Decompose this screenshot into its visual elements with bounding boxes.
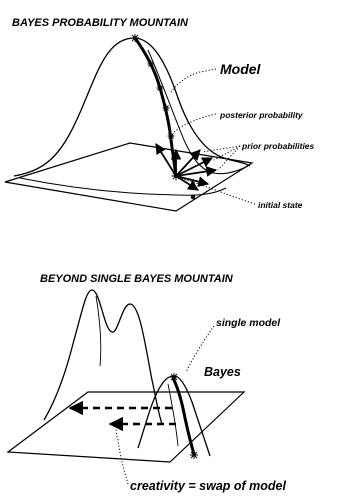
leader-creativity xyxy=(115,425,129,485)
bottom-star-markers xyxy=(170,373,198,459)
posterior-path xyxy=(133,37,178,177)
bottom-base-plane xyxy=(6,391,246,463)
prior-arrow-1 xyxy=(155,143,177,177)
prior-arrow-5 xyxy=(175,166,218,177)
beyond-single-bayes-mountain-diagram: BEYOND SINGLE BAYES MOUNTAIN xyxy=(6,273,286,493)
leader-initial-state xyxy=(179,177,256,205)
star-path-1 xyxy=(147,60,155,68)
label-model: Model xyxy=(220,61,262,77)
label-single-model: single model xyxy=(216,317,281,329)
label-bayes: Bayes xyxy=(204,365,241,379)
bayes-probability-mountain-diagram: BAYES PROBABILITY MOUNTAIN xyxy=(4,17,315,212)
path-star-markers xyxy=(131,34,196,200)
label-prior-probabilities: prior probabilities xyxy=(241,141,315,151)
star-bayes-base xyxy=(190,451,198,459)
top-diagram-title: BAYES PROBABILITY MOUNTAIN xyxy=(12,17,189,29)
leader-prior-c xyxy=(217,145,241,171)
star-bayes-summit xyxy=(170,373,178,381)
star-initial-state xyxy=(171,171,181,181)
twin-peak-mountain xyxy=(43,289,163,425)
top-base-plane xyxy=(4,142,254,212)
prior-arrow-7 xyxy=(175,175,199,191)
star-path-3 xyxy=(162,104,170,112)
leader-model xyxy=(169,68,217,95)
leader-single-model xyxy=(185,325,215,373)
twin-peak-inner-ridge xyxy=(95,295,102,367)
prior-arrow-3 xyxy=(175,149,201,177)
bayes-path xyxy=(171,377,196,455)
leader-prior-a xyxy=(201,145,241,153)
top-mountain-outline xyxy=(13,37,251,177)
dot-base xyxy=(190,194,196,200)
prior-arrow-4 xyxy=(175,157,213,177)
star-path-2 xyxy=(156,84,164,92)
top-mountain-base-contour xyxy=(19,177,227,196)
bottom-diagram-title: BEYOND SINGLE BAYES MOUNTAIN xyxy=(40,273,234,285)
label-initial-state: initial state xyxy=(258,200,303,210)
bottom-leader-lines xyxy=(115,325,215,485)
star-path-4 xyxy=(167,132,175,140)
label-posterior-probability: posterior probability xyxy=(219,110,304,120)
leader-posterior xyxy=(173,113,217,133)
label-creativity: creativity = swap of model xyxy=(130,479,286,493)
top-leader-lines xyxy=(169,68,256,205)
star-summit xyxy=(131,34,139,42)
prior-arrow-6 xyxy=(175,175,210,187)
bayes-small-inner-contour xyxy=(167,383,179,447)
